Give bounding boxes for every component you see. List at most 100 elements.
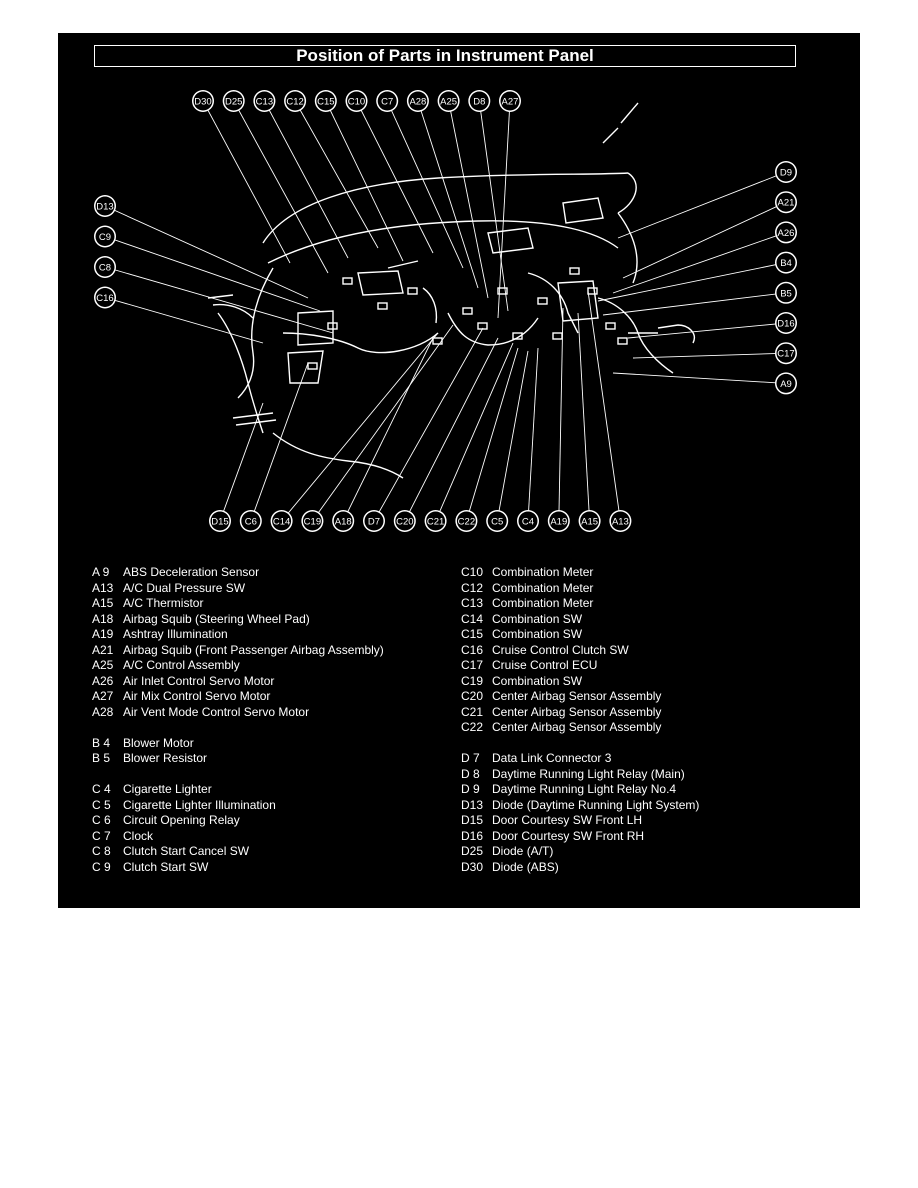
dashboard-line xyxy=(527,272,579,334)
dashboard-illustration xyxy=(207,102,695,479)
callout-label: A15 xyxy=(581,517,598,528)
legend-name: Data Link Connector 3 xyxy=(492,751,612,765)
callout-ring xyxy=(776,313,796,333)
callout-ring xyxy=(272,511,292,531)
callout-ring xyxy=(776,283,796,303)
callout-ring xyxy=(95,227,115,246)
callout-label: C4 xyxy=(522,517,534,528)
legend-name: Blower Resistor xyxy=(123,751,208,765)
legend-name: Combination Meter xyxy=(492,580,594,595)
callout-label: C22 xyxy=(458,517,475,528)
legend-code: C10 xyxy=(461,565,484,579)
callout-c4: C4 xyxy=(517,347,539,532)
callout-a18: A18 xyxy=(332,337,434,532)
dashboard-line xyxy=(357,270,404,296)
diagram-panel: Position of Parts in Instrument Panel D3… xyxy=(58,33,860,908)
title-box: Position of Parts in Instrument Panel xyxy=(94,45,796,67)
callout-label: D16 xyxy=(777,319,794,330)
legend-code: A26 xyxy=(92,673,114,688)
callout-label: C13 xyxy=(256,97,273,108)
callout-label: C21 xyxy=(427,517,444,528)
callout-ring xyxy=(776,162,796,182)
callout-ring xyxy=(776,192,796,212)
legend-code: C22 xyxy=(461,720,484,734)
dashboard-line xyxy=(232,412,277,426)
connector-block xyxy=(537,297,548,305)
legend-code: A28 xyxy=(92,704,114,719)
callout-ring xyxy=(426,511,446,531)
callout-label: D8 xyxy=(473,97,485,108)
leader-line xyxy=(386,100,464,269)
legend-code: D 9 xyxy=(461,782,480,796)
leader-line xyxy=(612,372,787,384)
legend-name: Air Vent Mode Control Servo Motor xyxy=(123,704,310,719)
callout-c16: C16 xyxy=(94,286,264,344)
callout-ring xyxy=(776,253,796,273)
callout-ring xyxy=(254,91,274,111)
callout-b4: B4 xyxy=(597,251,797,302)
legend-name: Cigarette Lighter xyxy=(123,782,212,796)
callout-d16: D16 xyxy=(627,312,797,339)
callout-ring xyxy=(395,511,415,531)
legend-code: D16 xyxy=(461,828,484,843)
callout-label: C9 xyxy=(99,232,111,243)
callout-ring xyxy=(210,511,230,531)
dashboard-line xyxy=(262,172,629,244)
callout-b5: B5 xyxy=(602,281,797,316)
callout-a19: A19 xyxy=(547,307,570,532)
callout-ring xyxy=(302,511,322,531)
leader-line xyxy=(342,337,434,522)
leader-line xyxy=(294,100,379,249)
callout-ring xyxy=(408,91,428,111)
legend-name: Clutch Start Cancel SW xyxy=(123,844,250,858)
callout-ring xyxy=(193,91,213,111)
leader-line xyxy=(577,312,591,522)
legend-name: Airbag Squib (Steering Wheel Pad) xyxy=(123,611,310,626)
legend-name: Center Airbag Sensor Assembly xyxy=(492,704,662,719)
callout-d25: D25 xyxy=(222,90,329,274)
leader-line xyxy=(281,332,439,522)
leader-line xyxy=(325,100,404,262)
legend-name: Air Mix Control Servo Motor xyxy=(123,689,271,703)
connector-block xyxy=(605,322,616,330)
legend-name: Cigarette Lighter Illumination xyxy=(123,797,276,812)
legend-name: Diode (A/T) xyxy=(492,844,554,858)
connector-block xyxy=(307,362,318,370)
callout-d13: D13 xyxy=(94,195,309,299)
callout-label: D25 xyxy=(225,97,242,108)
callout-ring xyxy=(95,196,115,216)
callout-label: C14 xyxy=(273,517,290,528)
callout-label: A25 xyxy=(440,97,457,108)
leader-line xyxy=(597,262,787,302)
callout-ring xyxy=(469,91,489,111)
callout-label: B5 xyxy=(780,288,792,299)
callout-label: A18 xyxy=(335,517,352,528)
callout-label: C5 xyxy=(491,517,503,528)
dashboard-line xyxy=(237,267,274,399)
leader-line xyxy=(104,205,309,299)
legend-name: Cruise Control Clutch SW xyxy=(492,642,629,657)
leader-line xyxy=(233,100,329,274)
legend-name: Circuit Opening Relay xyxy=(123,813,240,827)
callout-c21: C21 xyxy=(424,342,514,532)
legend-name: A/C Thermistor xyxy=(123,596,204,610)
dashboard-line xyxy=(562,197,604,224)
legend-code: C 6 xyxy=(92,813,111,827)
callout-c22: C22 xyxy=(455,347,519,532)
callout-c13: C13 xyxy=(253,90,349,259)
callout-a21: A21 xyxy=(622,191,797,279)
legend-name: Diode (Daytime Running Light System) xyxy=(492,797,700,812)
leader-line xyxy=(404,337,499,522)
callout-ring xyxy=(776,343,796,363)
callout-label: A9 xyxy=(780,379,792,390)
connector-block xyxy=(377,302,388,310)
legend-name: Ashtray Illumination xyxy=(123,627,228,641)
